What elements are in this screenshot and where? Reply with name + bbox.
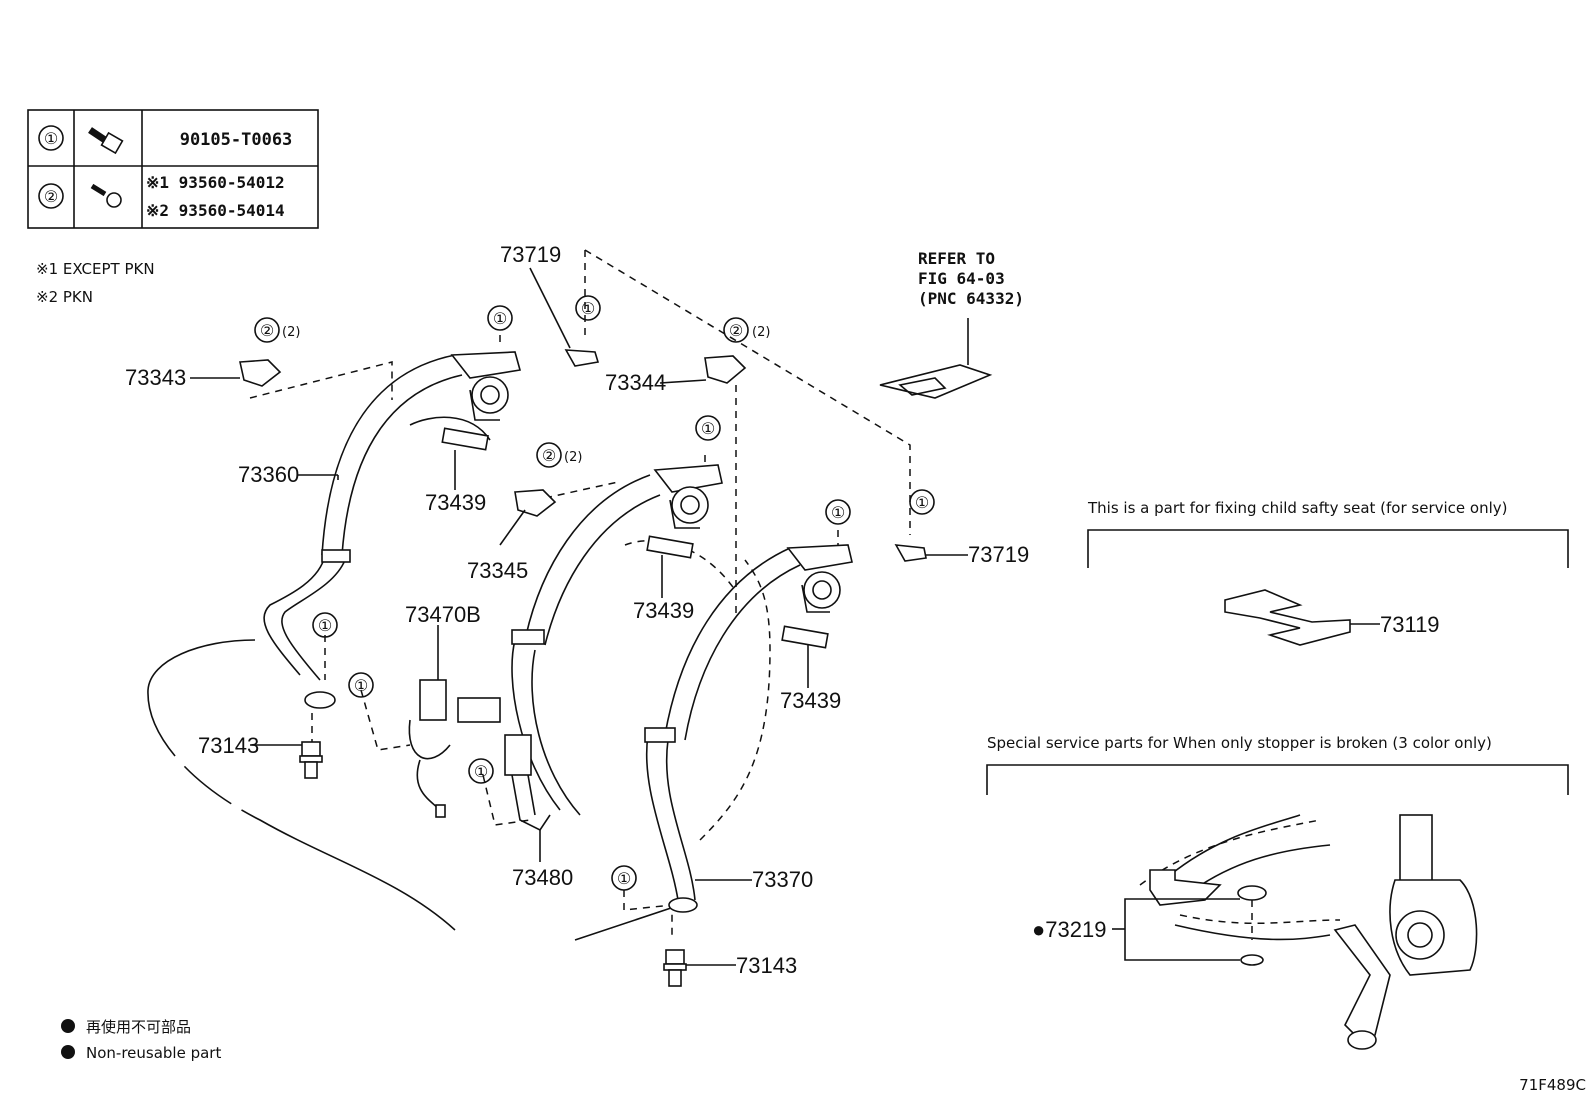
child-seat-box: This is a part for fixing child safty se… xyxy=(1087,499,1569,646)
legend-en: Non-reusable part xyxy=(86,1044,221,1062)
label-73143-left: 73143 xyxy=(198,733,259,758)
qty-note-a: (2) xyxy=(282,325,300,340)
pad-73439-b xyxy=(646,535,694,559)
stopper-pin-73219 xyxy=(1237,885,1267,901)
label-73143-bottom: 73143 xyxy=(736,953,797,978)
legend-jp: 再使用不可部品 xyxy=(86,1018,191,1036)
label-73470b: 73470B xyxy=(405,602,481,627)
label-73439-c: 73439 xyxy=(780,688,841,713)
refer-line-1: REFER TO xyxy=(918,249,995,268)
refer-line-2: FIG 64-03 xyxy=(918,269,1005,288)
ref-circles: ② ① ① ② ② ① ① ① ① ① ① ① xyxy=(254,295,935,891)
table-part-90105: 90105-T0063 xyxy=(180,130,293,150)
clip-73719-right xyxy=(894,544,927,562)
label-73439-b: 73439 xyxy=(633,598,694,623)
child-seat-box-caption: This is a part for fixing child safty se… xyxy=(1087,499,1507,517)
child-seat-plate-73119 xyxy=(1224,589,1351,646)
left-seat-belt-73360 xyxy=(263,351,522,709)
bolt-icon xyxy=(88,127,124,155)
label-73480: 73480 xyxy=(512,865,573,890)
buckle-73470b xyxy=(408,679,501,818)
ref-1-e: ① xyxy=(915,493,929,512)
label-73370: 73370 xyxy=(752,867,813,892)
legend: 再使用不可部品 Non-reusable part xyxy=(61,1018,221,1062)
label-73119: 73119 xyxy=(1380,612,1440,637)
right-seat-belt-73370 xyxy=(644,544,853,913)
table-part-93560-54014: ※2 93560-54014 xyxy=(146,201,285,220)
anchor-bolt-73143-bottom xyxy=(663,949,687,987)
stopper-box: Special service parts for When only stop… xyxy=(986,734,1569,1050)
bracket-73344 xyxy=(704,355,747,384)
ref-2-b: ② xyxy=(729,321,743,340)
table-ref-1: ① xyxy=(44,129,58,148)
pad-73439-c xyxy=(781,625,829,649)
table-part-93560-54012: ※1 93560-54012 xyxy=(146,173,285,192)
bracket-73343 xyxy=(239,359,282,387)
ref-1-i: ① xyxy=(617,869,631,888)
ref-1-f: ① xyxy=(318,616,332,635)
figure-id: 71F489C xyxy=(1519,1076,1586,1094)
label-73360: 73360 xyxy=(238,462,299,487)
label-73343: 73343 xyxy=(125,365,186,390)
qty-note-c: (2) xyxy=(564,450,582,465)
non-reusable-dot-icon xyxy=(61,1019,75,1033)
label-73219: ●73219 xyxy=(1032,917,1106,942)
callout-leaders xyxy=(190,267,968,966)
stopper-cap-73219 xyxy=(1240,954,1264,966)
ref-2-c: ② xyxy=(542,446,556,465)
pad-73439-a xyxy=(441,427,489,451)
refer-line-3: (PNC 64332) xyxy=(918,289,1024,308)
label-73719-right: 73719 xyxy=(968,542,1029,567)
ref-1-d: ① xyxy=(831,503,845,522)
label-73345: 73345 xyxy=(467,558,528,583)
table-ref-2: ② xyxy=(44,187,58,206)
screw-icon xyxy=(90,183,122,208)
ref-1-c: ① xyxy=(701,419,715,438)
ref-1-h: ① xyxy=(474,762,488,781)
cover-plate-refer xyxy=(879,318,993,399)
ref-2-a: ② xyxy=(260,321,274,340)
footnote-except-pkn: ※1 EXCEPT PKN xyxy=(36,260,155,278)
ref-1-g: ① xyxy=(354,676,368,695)
ref-1-a: ① xyxy=(493,309,507,328)
bracket-73345 xyxy=(514,489,557,517)
label-73344: 73344 xyxy=(605,370,666,395)
footnote-pkn: ※2 PKN xyxy=(36,288,93,306)
qty-note-b: (2) xyxy=(752,325,770,340)
anchor-bolt-73143-left xyxy=(299,741,323,779)
parts-table: ① ② 90105-T0063 ※1 93560-54012 ※2 93560-… xyxy=(27,109,319,229)
ref-1-b: ① xyxy=(581,299,595,318)
non-reusable-dot-icon-2 xyxy=(61,1045,75,1059)
clip-73719-top xyxy=(564,349,600,367)
buckle-73480 xyxy=(504,734,551,832)
label-73439-a: 73439 xyxy=(425,490,486,515)
stopper-box-caption: Special service parts for When only stop… xyxy=(987,734,1492,752)
label-73719-top: 73719 xyxy=(500,242,561,267)
center-seat-belt xyxy=(511,464,723,816)
